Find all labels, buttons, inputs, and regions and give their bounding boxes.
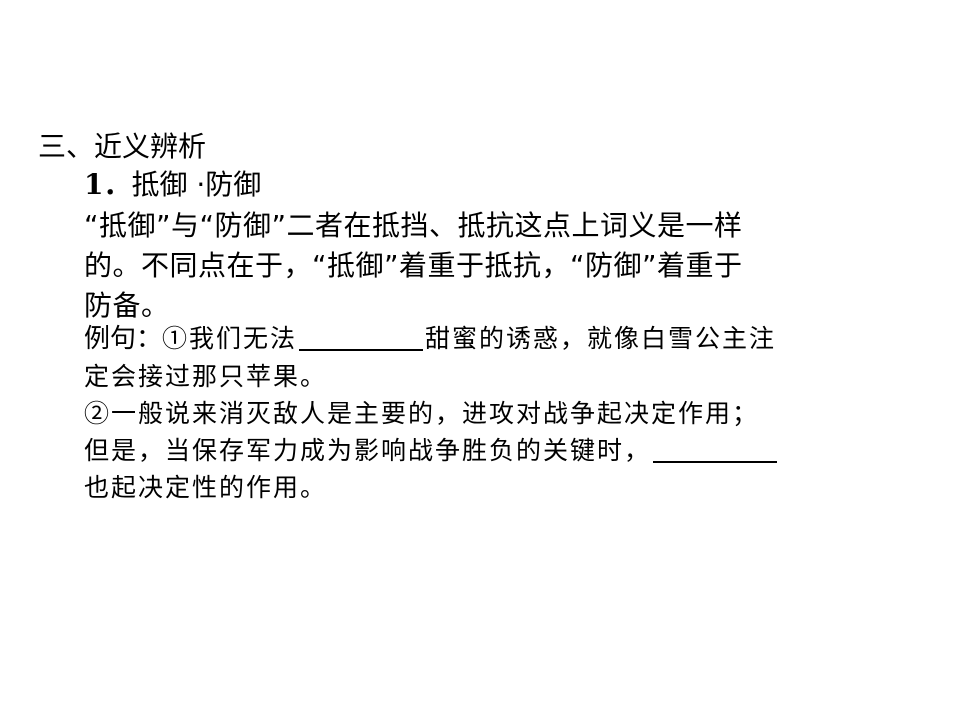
examples-label: 例句： (84, 324, 163, 354)
fill-blank-2[interactable] (653, 435, 778, 463)
example-2-line-3: 也起决定性的作用。 (84, 473, 328, 502)
explanation-line: 的。不同点在于，“抵御”着重于抵抗，“防御”着重于 (84, 249, 743, 282)
subsection-heading: 1．抵御 ·防御 (84, 166, 261, 204)
example-2-line-2: 但是，当保存军力成为影响战争胜负的关键时， (84, 432, 904, 469)
fill-blank-1[interactable] (299, 323, 424, 351)
explanation-line: 防备。 (84, 289, 170, 322)
explanation-line: “抵御”与“防御”二者在抵挡、抵抗这点上词义是一样 (84, 209, 743, 242)
subsection-number: 1． (84, 168, 132, 201)
section-heading: 三、近义辨析 (38, 130, 207, 163)
examples-block: 例句：①我们无法 甜蜜的诱惑，就像白雪公主注 定会接过那只苹果。 ②一般说来消灭敌… (84, 320, 904, 506)
example-1-text-after: 甜蜜的诱惑，就像白雪公主注 (425, 324, 777, 353)
explanation-paragraph: “抵御”与“防御”二者在抵挡、抵抗这点上词义是一样 的。不同点在于，“抵御”着重… (84, 206, 904, 326)
subsection-title: 抵御 ·防御 (131, 168, 262, 201)
example-1-text-before: ①我们无法 (162, 324, 298, 353)
example-1-line-2: 定会接过那只苹果。 (84, 362, 328, 391)
example-2-line-1: ②一般说来消灭敌人是主要的，进攻对战争起决定作用； (84, 399, 760, 428)
example-2-text-before: 但是，当保存军力成为影响战争胜负的关键时， (84, 436, 652, 465)
example-1-line-1: 例句：①我们无法 甜蜜的诱惑，就像白雪公主注 (84, 320, 904, 358)
